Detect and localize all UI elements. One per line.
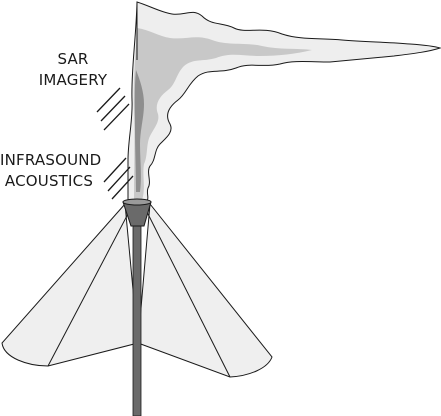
sar-imagery-signal-icon <box>96 87 130 131</box>
sar-label-line-2: IMAGERY <box>38 71 108 89</box>
infra-signal-line-2 <box>107 166 131 192</box>
infrasound-signal-icon <box>103 157 134 200</box>
volcanic-plume <box>127 1 441 203</box>
sar-signal-line-1 <box>96 87 121 113</box>
pole-funnel-rim <box>122 198 152 206</box>
sar-signal-line-3 <box>103 103 130 131</box>
infra-signal-line-3 <box>111 175 134 200</box>
infrasound-acoustics-label: INFRASOUND ACOUSTICS <box>0 150 102 192</box>
plume-mid-tone <box>133 28 312 200</box>
cone-right-sector <box>137 202 273 378</box>
cone-left-rib <box>47 209 131 367</box>
sensor-pole <box>122 198 152 416</box>
plume-outline <box>127 1 441 203</box>
infra-label-line-1: INFRASOUND <box>0 151 102 169</box>
sar-signal-line-2 <box>100 95 126 122</box>
infra-signal-line-1 <box>103 157 127 183</box>
plume-dark-core <box>134 70 144 192</box>
infra-label-line-2: ACOUSTICS <box>4 172 94 190</box>
infrasound-sensor-cone <box>1 202 273 378</box>
pole-shaft <box>132 223 142 416</box>
sar-imagery-label: SAR IMAGERY <box>38 49 108 91</box>
cone-right-rib <box>145 209 231 378</box>
cone-left-sector <box>1 202 139 367</box>
sar-label-line-1: SAR <box>57 50 89 68</box>
